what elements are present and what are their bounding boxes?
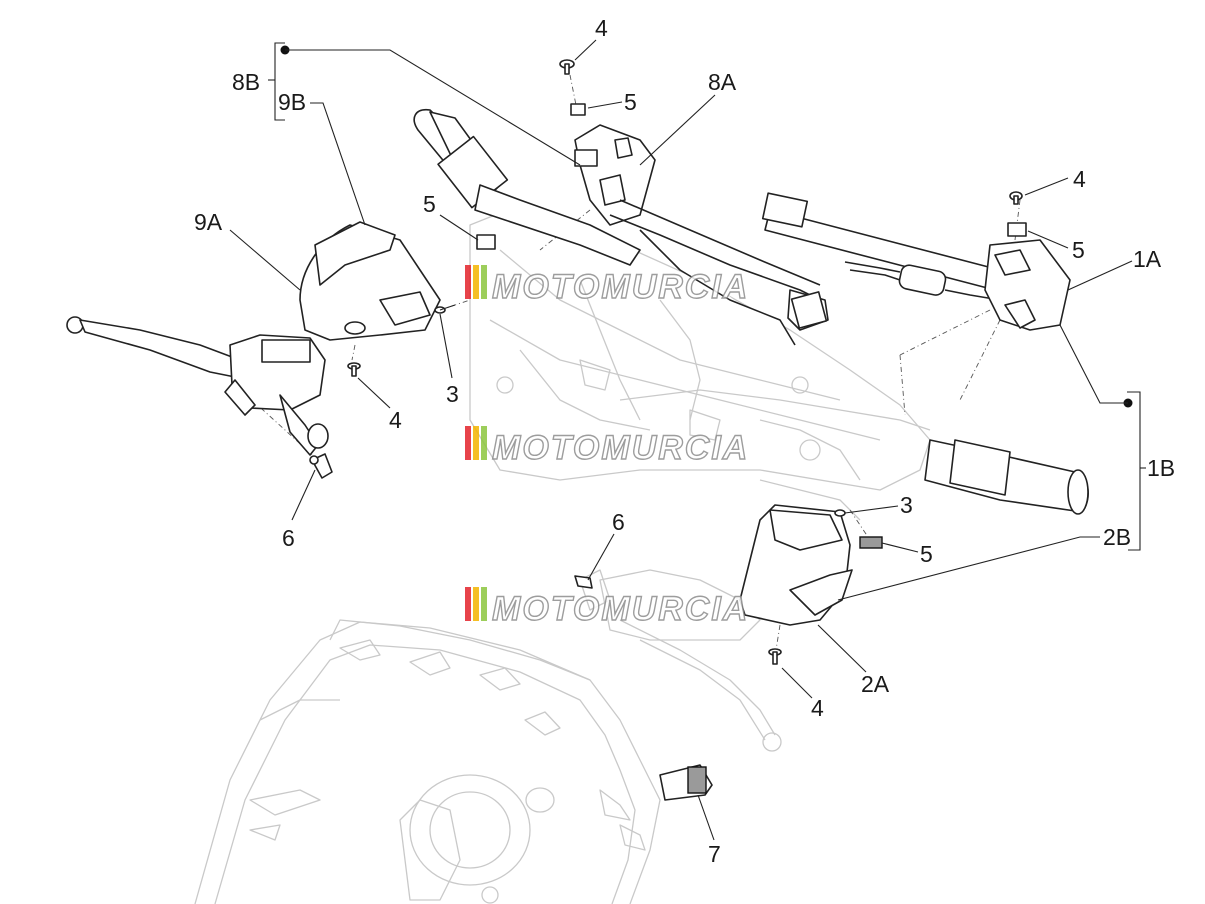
callout-4-right: 4 — [1073, 166, 1086, 192]
left-hand-guard-9A — [299, 221, 441, 341]
callout-5-top: 5 — [624, 89, 637, 115]
left-handlebar-grip — [413, 108, 641, 266]
callout-8A: 8A — [708, 69, 737, 95]
screw-4-left-icon — [347, 362, 361, 377]
callout-6-left: 6 — [282, 525, 295, 551]
svg-text:MOTOMURCIA: MOTOMURCIA — [492, 429, 749, 467]
callout-7: 7 — [708, 841, 721, 867]
small-hardware — [309, 59, 1027, 801]
callout-6-mid: 6 — [612, 509, 625, 535]
clip-nut-5-left-icon — [476, 234, 496, 250]
callout-1B: 1B — [1147, 455, 1175, 481]
clip-nut-5-right-icon — [1007, 222, 1027, 237]
callout-1A: 1A — [1133, 246, 1162, 272]
watermark-top: MOTOMURCIA — [465, 265, 749, 307]
left-brake-lever — [66, 316, 329, 456]
screw-3-left-icon — [434, 304, 456, 314]
svg-text:MOTOMURCIA: MOTOMURCIA — [492, 590, 749, 628]
svg-text:MOTOMURCIA: MOTOMURCIA — [492, 268, 749, 306]
watermark-bottom: MOTOMURCIA — [465, 587, 749, 629]
callout-2B: 2B — [1103, 524, 1131, 550]
watermark-middle: MOTOMURCIA — [465, 426, 749, 468]
callout-9A: 9A — [194, 209, 223, 235]
callout-4-low: 4 — [811, 695, 824, 721]
callout-5-lowright: 5 — [920, 541, 933, 567]
right-hand-guard-2A — [739, 504, 853, 626]
switch-6-left-icon — [309, 453, 333, 479]
callout-3-left: 3 — [446, 381, 459, 407]
connector-7-icon — [659, 764, 713, 801]
left-switch-assembly-8A — [574, 124, 829, 346]
clip-nut-5-top-icon — [570, 103, 586, 116]
screw-4-top-icon — [559, 59, 575, 75]
callout-5-left: 5 — [423, 191, 436, 217]
screw-4-low-icon — [768, 648, 782, 665]
callout-labels: 8B 9B 9A 8A 4 5 5 3 4 6 4 5 1A 1B 3 5 2B… — [194, 15, 1175, 867]
right-switch-assembly-1A — [761, 192, 1071, 331]
leader-lines — [229, 39, 1146, 841]
switch-6-mid-icon — [574, 575, 593, 589]
clip-nut-5-lowright-icon — [859, 536, 883, 549]
callout-3-right: 3 — [900, 492, 913, 518]
callout-2A: 2A — [861, 671, 890, 697]
right-brake-lever-outline — [579, 569, 782, 752]
callout-4-left: 4 — [389, 407, 402, 433]
handlebar-frame-outline — [469, 204, 931, 521]
callout-9B: 9B — [278, 89, 306, 115]
callout-4-top: 4 — [595, 15, 608, 41]
callout-8B: 8B — [232, 69, 260, 95]
headlight-housing-outline — [194, 619, 661, 904]
right-handlebar-grip — [924, 439, 1089, 515]
screw-4-right-icon — [1009, 191, 1023, 205]
screw-3-right-icon — [834, 509, 846, 517]
callout-5-right: 5 — [1072, 237, 1085, 263]
